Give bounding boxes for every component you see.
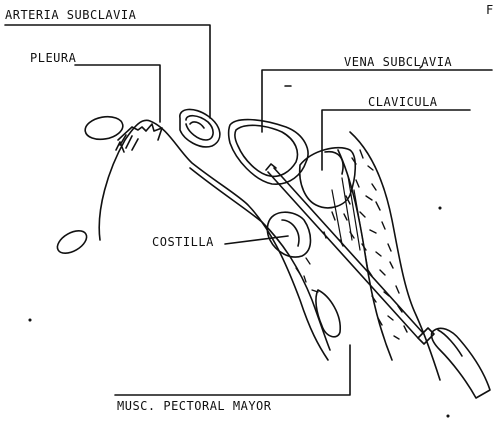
muscle-fiber-strokes xyxy=(332,176,368,270)
arteria-subclavia-shape xyxy=(180,109,220,146)
left-oval-lower xyxy=(54,226,91,258)
label-musc-pectoral-mayor: MUSC. PECTORAL MAYOR xyxy=(117,400,272,412)
leader-arteria-subclavia xyxy=(5,25,210,118)
label-costilla: COSTILLA xyxy=(152,236,214,248)
left-oval-upper xyxy=(83,114,124,142)
label-corner-fragment: F xyxy=(486,4,494,16)
label-arteria-subclavia: ARTERIA SUBCLAVIA xyxy=(5,9,136,21)
vena-subclavia-shape xyxy=(229,120,308,185)
lower-rib xyxy=(316,290,340,337)
pectoral-outline xyxy=(350,132,440,380)
leader-musc-pectoral xyxy=(115,345,350,395)
label-vena-subclavia: VENA SUBCLAVIA xyxy=(344,56,452,68)
syringe xyxy=(418,328,490,398)
stray-marks xyxy=(29,66,449,417)
label-pleura: PLEURA xyxy=(30,52,76,64)
leader-pleura xyxy=(75,65,160,122)
label-clavicula: CLAVICULA xyxy=(368,96,438,108)
leader-clavicula xyxy=(322,110,470,170)
